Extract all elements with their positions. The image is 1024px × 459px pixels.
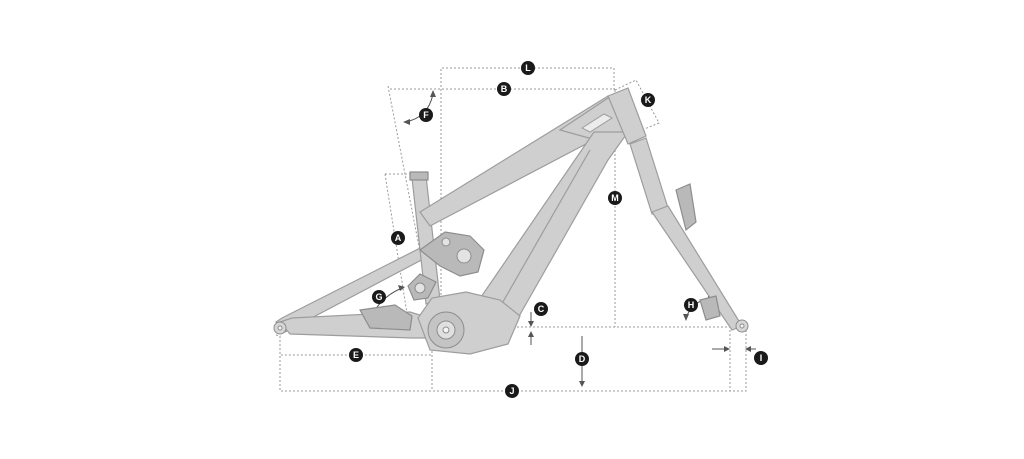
badge-B: B (497, 82, 511, 96)
badge-A: A (391, 231, 405, 245)
badge-F-text: F (423, 110, 429, 120)
badge-C-text: C (538, 304, 545, 314)
fork-steerer (629, 137, 669, 215)
front-axle-hole (739, 323, 745, 329)
badge-C: C (534, 302, 548, 316)
arrowhead-C-top (528, 321, 534, 327)
fork-brake-mount (699, 295, 721, 321)
arrowhead-I-left (724, 346, 730, 352)
badge-J-text: J (509, 386, 514, 396)
arrowhead-F-left (403, 119, 410, 125)
rear-axle-hole (277, 325, 283, 331)
gusset-cutout (580, 113, 614, 133)
head-tube (607, 87, 647, 145)
badge-G: G (372, 290, 386, 304)
badge-D-text: D (579, 354, 586, 364)
arrowhead-D (579, 381, 585, 387)
shock-eyelet (414, 282, 426, 294)
dimension-badges: L B K F M A G C H E D I (349, 61, 768, 398)
fork-stanchion (651, 205, 743, 331)
dimension-arrows (366, 90, 756, 387)
arrowhead-F-top (430, 90, 436, 97)
badge-D: D (575, 352, 589, 366)
badge-G-text: G (375, 292, 382, 302)
badge-F: F (419, 108, 433, 122)
bottom-bracket-center (442, 326, 450, 334)
down-tube-highlight (495, 149, 591, 315)
rocker-pivot-2 (441, 237, 451, 247)
badge-H: H (684, 298, 698, 312)
badge-B-text: B (501, 84, 508, 94)
chain-stay-yoke (359, 304, 413, 331)
badge-I: I (754, 351, 768, 365)
badge-E-text: E (353, 350, 359, 360)
arrowhead-G-top (398, 285, 405, 291)
badge-H-text: H (688, 300, 695, 310)
badge-K: K (641, 93, 655, 107)
dimension-line-J (279, 327, 747, 392)
badge-L: L (521, 61, 535, 75)
dimension-line-A-side (384, 173, 409, 321)
rocker-pivot (456, 248, 472, 264)
arrowhead-I-right (745, 346, 751, 352)
badge-K-text: K (645, 95, 652, 105)
bike-frame (273, 87, 749, 355)
rocker-link (419, 231, 485, 277)
fork-lower-brace (675, 183, 697, 232)
badge-M: M (608, 191, 622, 205)
arrowhead-C-bottom (528, 331, 534, 337)
arrowhead-H-bottom (683, 314, 689, 321)
badge-J: J (505, 384, 519, 398)
badge-M-text: M (611, 193, 619, 203)
badge-L-text: L (525, 63, 531, 73)
badge-I-text: I (760, 353, 763, 363)
badge-E: E (349, 348, 363, 362)
seat-tube-clamp (409, 171, 429, 181)
badge-A-text: A (395, 233, 402, 243)
